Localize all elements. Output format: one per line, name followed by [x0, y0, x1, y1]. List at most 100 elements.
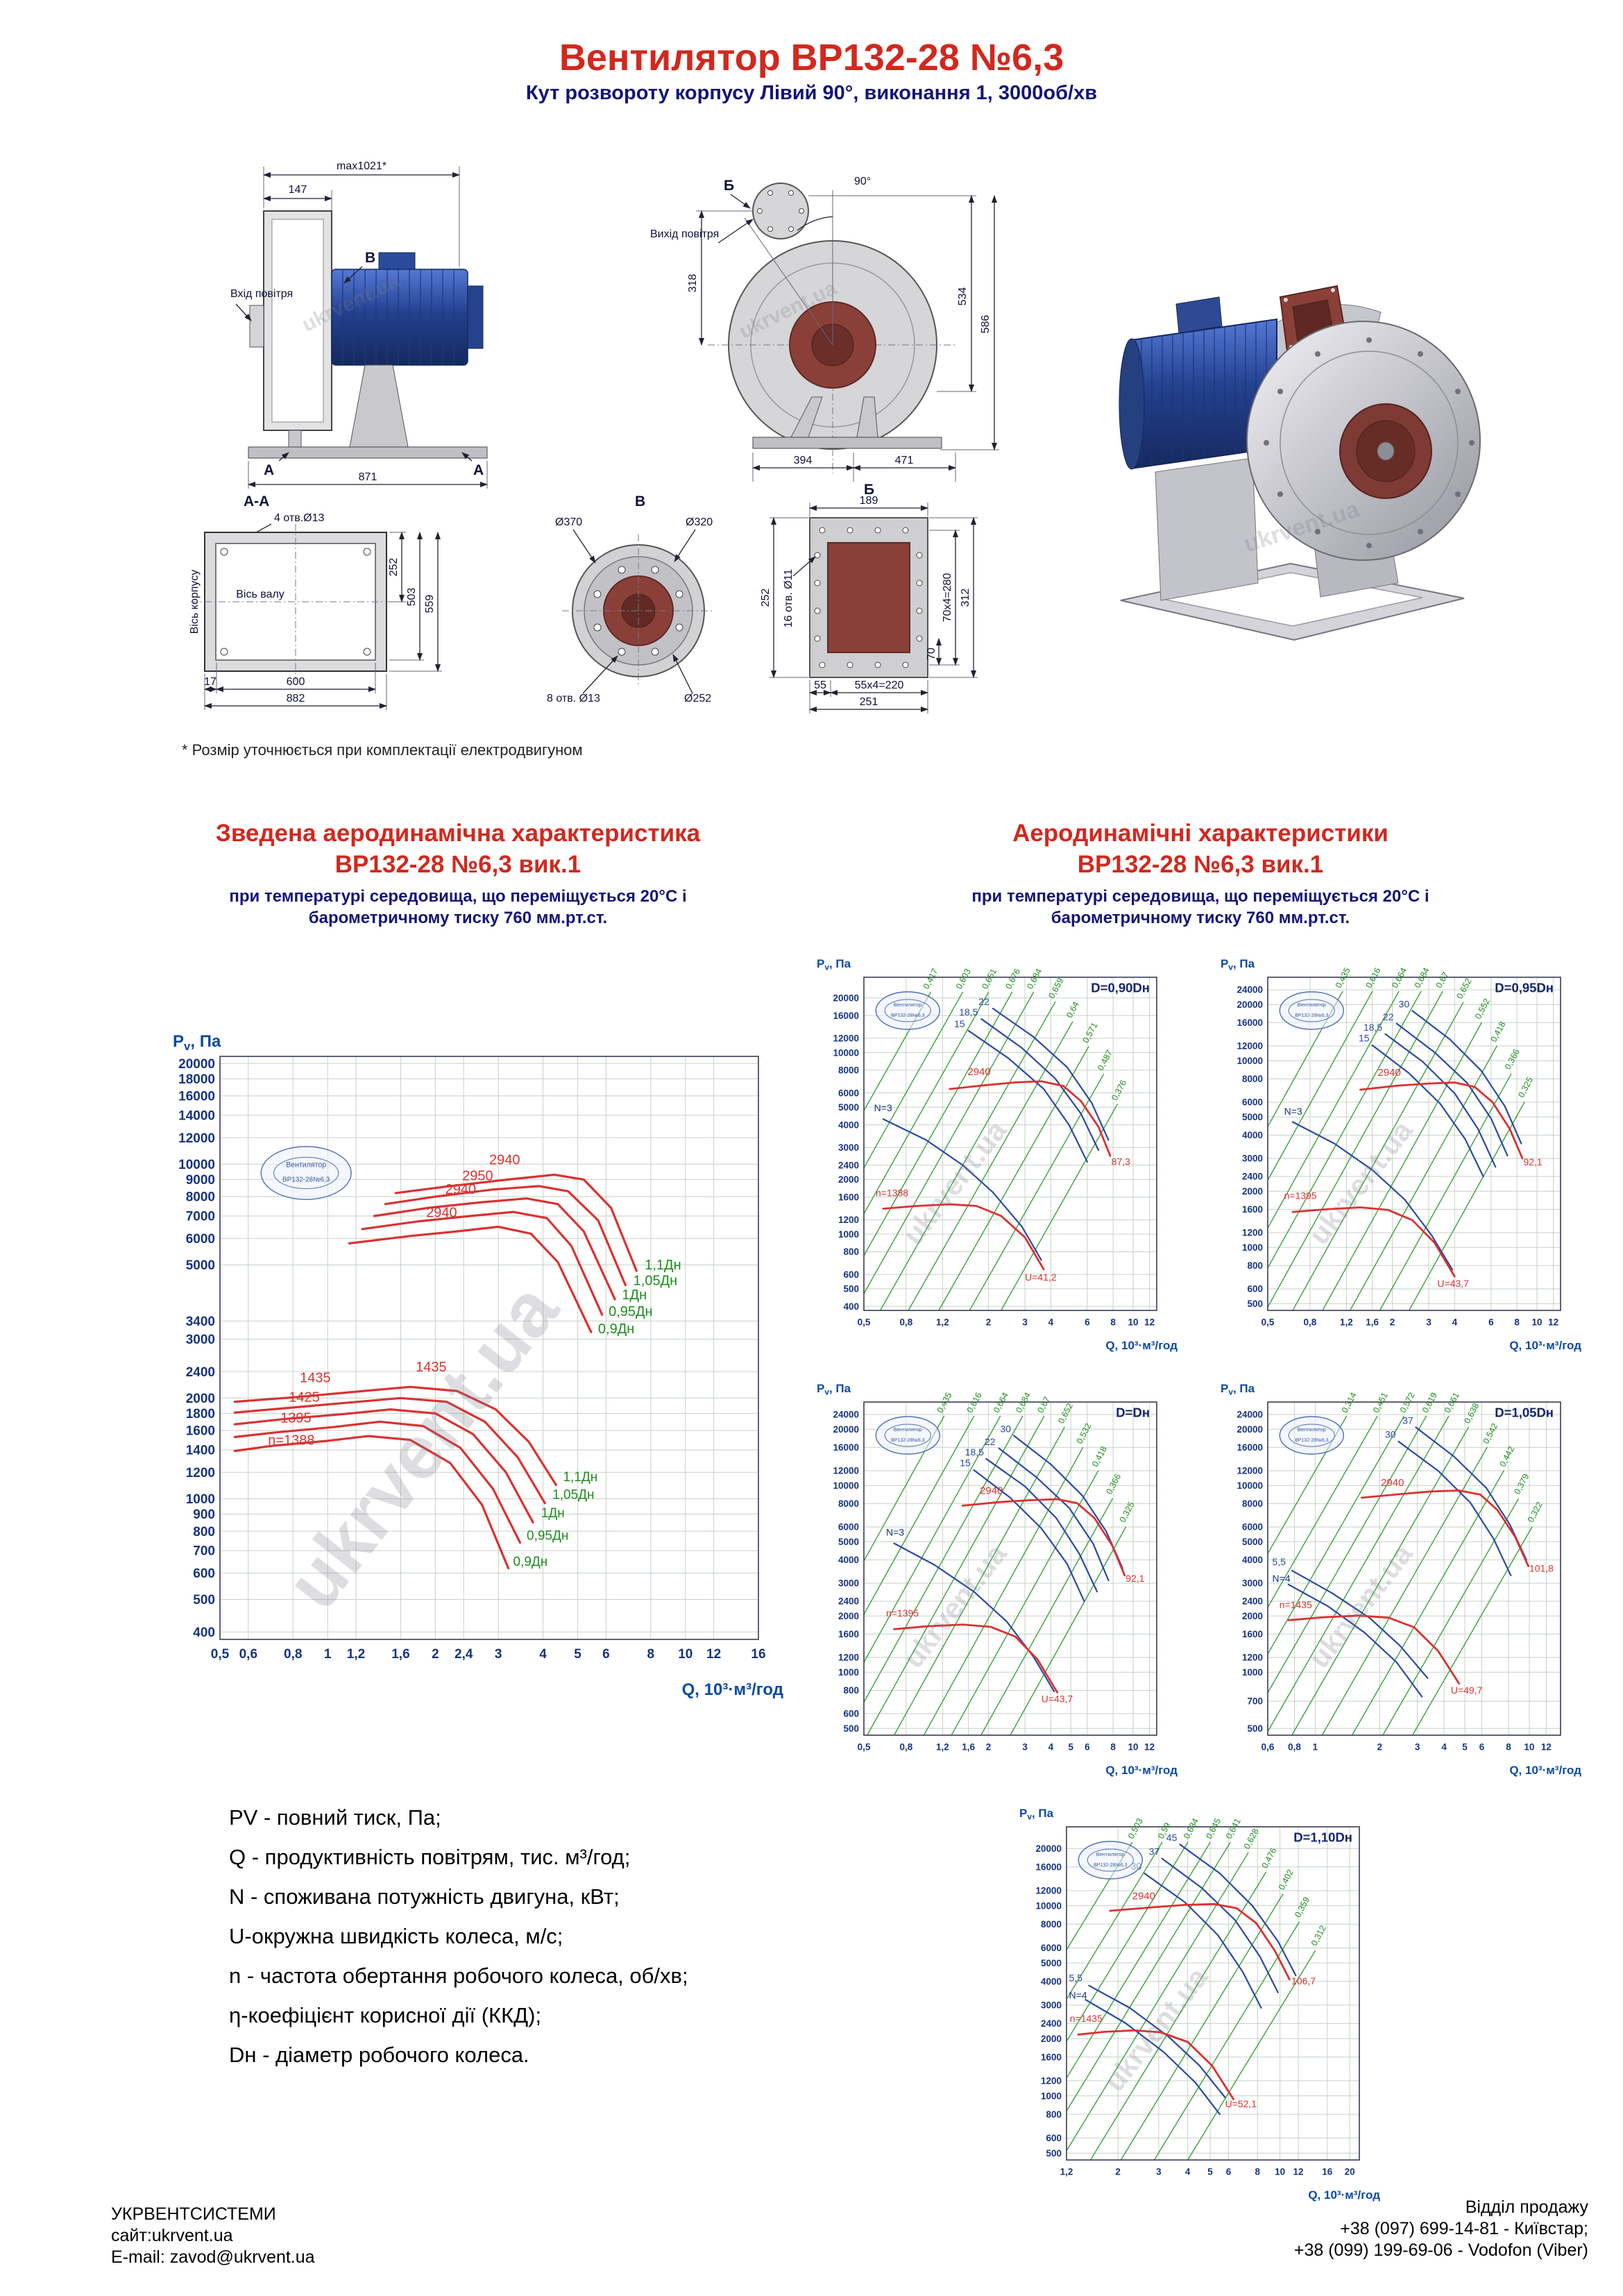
svg-text:400: 400 [193, 1626, 215, 1640]
svg-text:n=1388: n=1388 [876, 1187, 908, 1198]
svg-text:10000: 10000 [1237, 1056, 1263, 1066]
svg-text:ВР132-28№6,3: ВР132-28№6,3 [1094, 1863, 1127, 1868]
footer-right: Відділ продажу +38 (097) 699-14-81 - Киї… [1294, 2197, 1588, 2261]
svg-text:6: 6 [1479, 1742, 1485, 1753]
svg-text:2000: 2000 [838, 1611, 859, 1621]
svg-text:0,619: 0,619 [1420, 1391, 1439, 1415]
svg-text:Q, 10³·м³/год: Q, 10³·м³/год [1509, 1339, 1581, 1352]
svg-text:5000: 5000 [838, 1537, 859, 1547]
svg-text:0,8: 0,8 [1303, 1317, 1316, 1328]
svg-text:10000: 10000 [1237, 1480, 1263, 1491]
left-section-title-2: ВР132-28 №6,3 вик.1 [334, 851, 581, 878]
svg-text:4: 4 [1452, 1317, 1458, 1328]
svg-text:0,571: 0,571 [1081, 1021, 1100, 1045]
svg-text:D=1,10Dн: D=1,10Dн [1293, 1830, 1352, 1845]
svg-text:n=1388: n=1388 [268, 1433, 314, 1449]
dim-871: 871 [359, 471, 377, 483]
svg-text:U=43,7: U=43,7 [1042, 1694, 1073, 1705]
svg-text:1,6: 1,6 [962, 1742, 975, 1753]
dim-d252: Ø252 [684, 693, 711, 704]
svg-text:800: 800 [843, 1685, 859, 1696]
svg-text:15: 15 [1359, 1032, 1370, 1043]
dim-70x4: 70x4=280 [942, 573, 953, 623]
svg-text:N=3: N=3 [874, 1102, 892, 1113]
svg-text:1,6: 1,6 [391, 1647, 409, 1662]
svg-text:22: 22 [978, 996, 989, 1007]
svg-text:15: 15 [960, 1457, 971, 1468]
svg-text:6000: 6000 [838, 1522, 859, 1533]
svg-text:1000: 1000 [1041, 2091, 1062, 2101]
svg-text:10000: 10000 [1035, 1900, 1062, 1911]
svg-text:16000: 16000 [178, 1090, 215, 1104]
drawing-footnote: * Розмір уточнюється при комплектації ел… [182, 741, 583, 759]
svg-text:1: 1 [1313, 1742, 1318, 1753]
svg-text:0,312: 0,312 [1309, 1924, 1328, 1948]
svg-text:7000: 7000 [186, 1210, 215, 1224]
svg-text:Pv, Па: Pv, Па [817, 1382, 851, 1396]
svg-text:14000: 14000 [178, 1109, 215, 1124]
svg-text:Q, 10³·м³/год: Q, 10³·м³/год [1308, 2188, 1380, 2202]
svg-text:2000: 2000 [186, 1392, 215, 1406]
svg-text:10: 10 [1275, 2167, 1285, 2177]
svg-text:16: 16 [1322, 2167, 1333, 2177]
svg-text:1,2: 1,2 [1340, 1317, 1353, 1328]
svg-text:U=49,7: U=49,7 [1451, 1685, 1483, 1696]
svg-text:3000: 3000 [1041, 2000, 1062, 2011]
svg-text:500: 500 [1247, 1723, 1263, 1734]
svg-text:5000: 5000 [838, 1102, 859, 1113]
svg-text:0,402: 0,402 [1277, 1868, 1295, 1891]
svg-text:0,442: 0,442 [1497, 1444, 1516, 1468]
svg-text:0,616: 0,616 [1363, 966, 1382, 990]
view-v-title: В [635, 493, 645, 509]
svg-text:2: 2 [432, 1647, 439, 1662]
svg-text:24000: 24000 [1237, 985, 1263, 995]
svg-text:700: 700 [193, 1544, 215, 1559]
svg-text:5: 5 [1462, 1742, 1468, 1753]
svg-text:1600: 1600 [838, 1629, 859, 1639]
svg-text:0,645: 0,645 [1204, 1816, 1223, 1840]
svg-text:16000: 16000 [1237, 1442, 1263, 1453]
dim-d320: Ø320 [686, 516, 713, 528]
svg-text:1200: 1200 [1242, 1653, 1263, 1663]
left-section-heading: Зведена аеродинамічна характеристика ВР1… [125, 818, 791, 929]
svg-text:3000: 3000 [1242, 1154, 1263, 1164]
svg-text:0,5: 0,5 [1261, 1317, 1275, 1328]
svg-text:Pv, Па: Pv, Па [817, 957, 851, 972]
svg-text:30: 30 [1385, 1429, 1396, 1440]
svg-text:10000: 10000 [833, 1480, 859, 1491]
svg-text:1,2: 1,2 [936, 1742, 949, 1753]
svg-text:6: 6 [602, 1647, 610, 1662]
svg-text:16000: 16000 [1237, 1018, 1263, 1028]
svg-text:0,64: 0,64 [1064, 1000, 1081, 1020]
svg-text:92,1: 92,1 [1125, 1573, 1144, 1584]
svg-text:2940: 2940 [489, 1152, 520, 1167]
svg-text:0,641: 0,641 [1224, 1816, 1243, 1840]
email-link: E-mail: zavod@ukrvent.ua [111, 2247, 315, 2267]
dim-586: 586 [980, 315, 992, 334]
svg-text:0,651: 0,651 [980, 967, 999, 990]
svg-text:20000: 20000 [1237, 1424, 1263, 1435]
dim-394: 394 [794, 455, 813, 466]
svg-text:Вентилятор: Вентилятор [894, 1002, 922, 1008]
svg-text:0,659: 0,659 [1046, 977, 1065, 1000]
svg-text:37: 37 [1149, 1846, 1160, 1857]
svg-text:2: 2 [986, 1742, 992, 1753]
svg-text:0,616: 0,616 [965, 1391, 984, 1415]
svg-text:Вентилятор: Вентилятор [1298, 1426, 1326, 1433]
angle-90: 90° [854, 176, 871, 187]
svg-text:18,5: 18,5 [1363, 1022, 1382, 1033]
svg-text:3: 3 [1022, 1742, 1028, 1753]
svg-text:6000: 6000 [186, 1232, 215, 1247]
svg-text:n=1435: n=1435 [1070, 2013, 1103, 2024]
svg-text:D=1,05Dн: D=1,05Dн [1495, 1406, 1554, 1420]
svg-text:30: 30 [1399, 998, 1410, 1009]
svg-text:U=43,7: U=43,7 [1437, 1278, 1469, 1289]
svg-text:600: 600 [843, 1709, 859, 1719]
svg-text:20000: 20000 [833, 1424, 859, 1435]
svg-text:4000: 4000 [838, 1120, 859, 1130]
svg-text:16000: 16000 [833, 1442, 859, 1453]
outlet-label: Вихід повітря [650, 228, 719, 240]
svg-text:30: 30 [1000, 1423, 1011, 1434]
svg-text:3: 3 [1022, 1317, 1028, 1328]
